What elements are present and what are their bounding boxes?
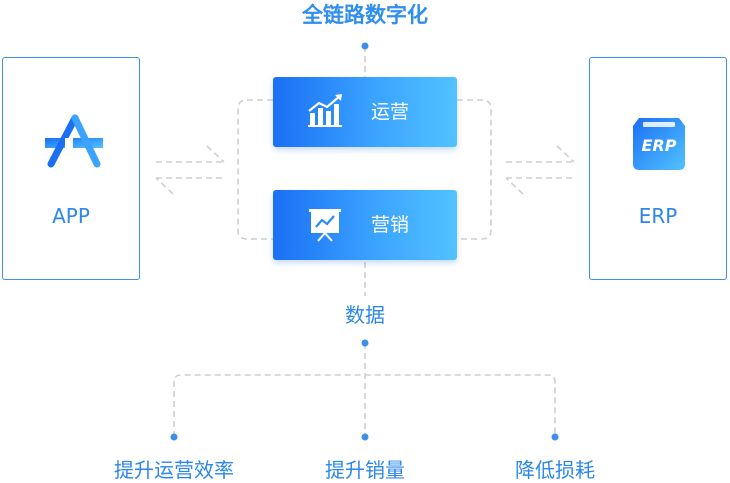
- erp-icon-text: ERP: [641, 136, 677, 155]
- outcome-loss: 降低损耗: [515, 458, 595, 482]
- page-title: 全链路数字化: [302, 3, 428, 27]
- operations-label: 运营: [371, 101, 410, 123]
- outcome-sales: 提升销量: [325, 458, 405, 482]
- app-box: APP: [2, 57, 140, 280]
- erp-box-icon: [631, 114, 687, 176]
- chart-growth-icon: [307, 93, 345, 133]
- outcome-efficiency: 提升运营效率: [114, 458, 234, 482]
- data-label: 数据: [345, 303, 385, 327]
- app-store-icon: [43, 114, 105, 176]
- marketing-button[interactable]: 营销: [273, 190, 457, 260]
- app-label: APP: [52, 204, 90, 228]
- erp-label: ERP: [638, 204, 678, 228]
- marketing-label: 营销: [371, 214, 410, 236]
- erp-box: ERP ERP: [589, 57, 727, 280]
- presentation-board-icon: [307, 207, 345, 247]
- operations-button[interactable]: 运营: [273, 77, 457, 147]
